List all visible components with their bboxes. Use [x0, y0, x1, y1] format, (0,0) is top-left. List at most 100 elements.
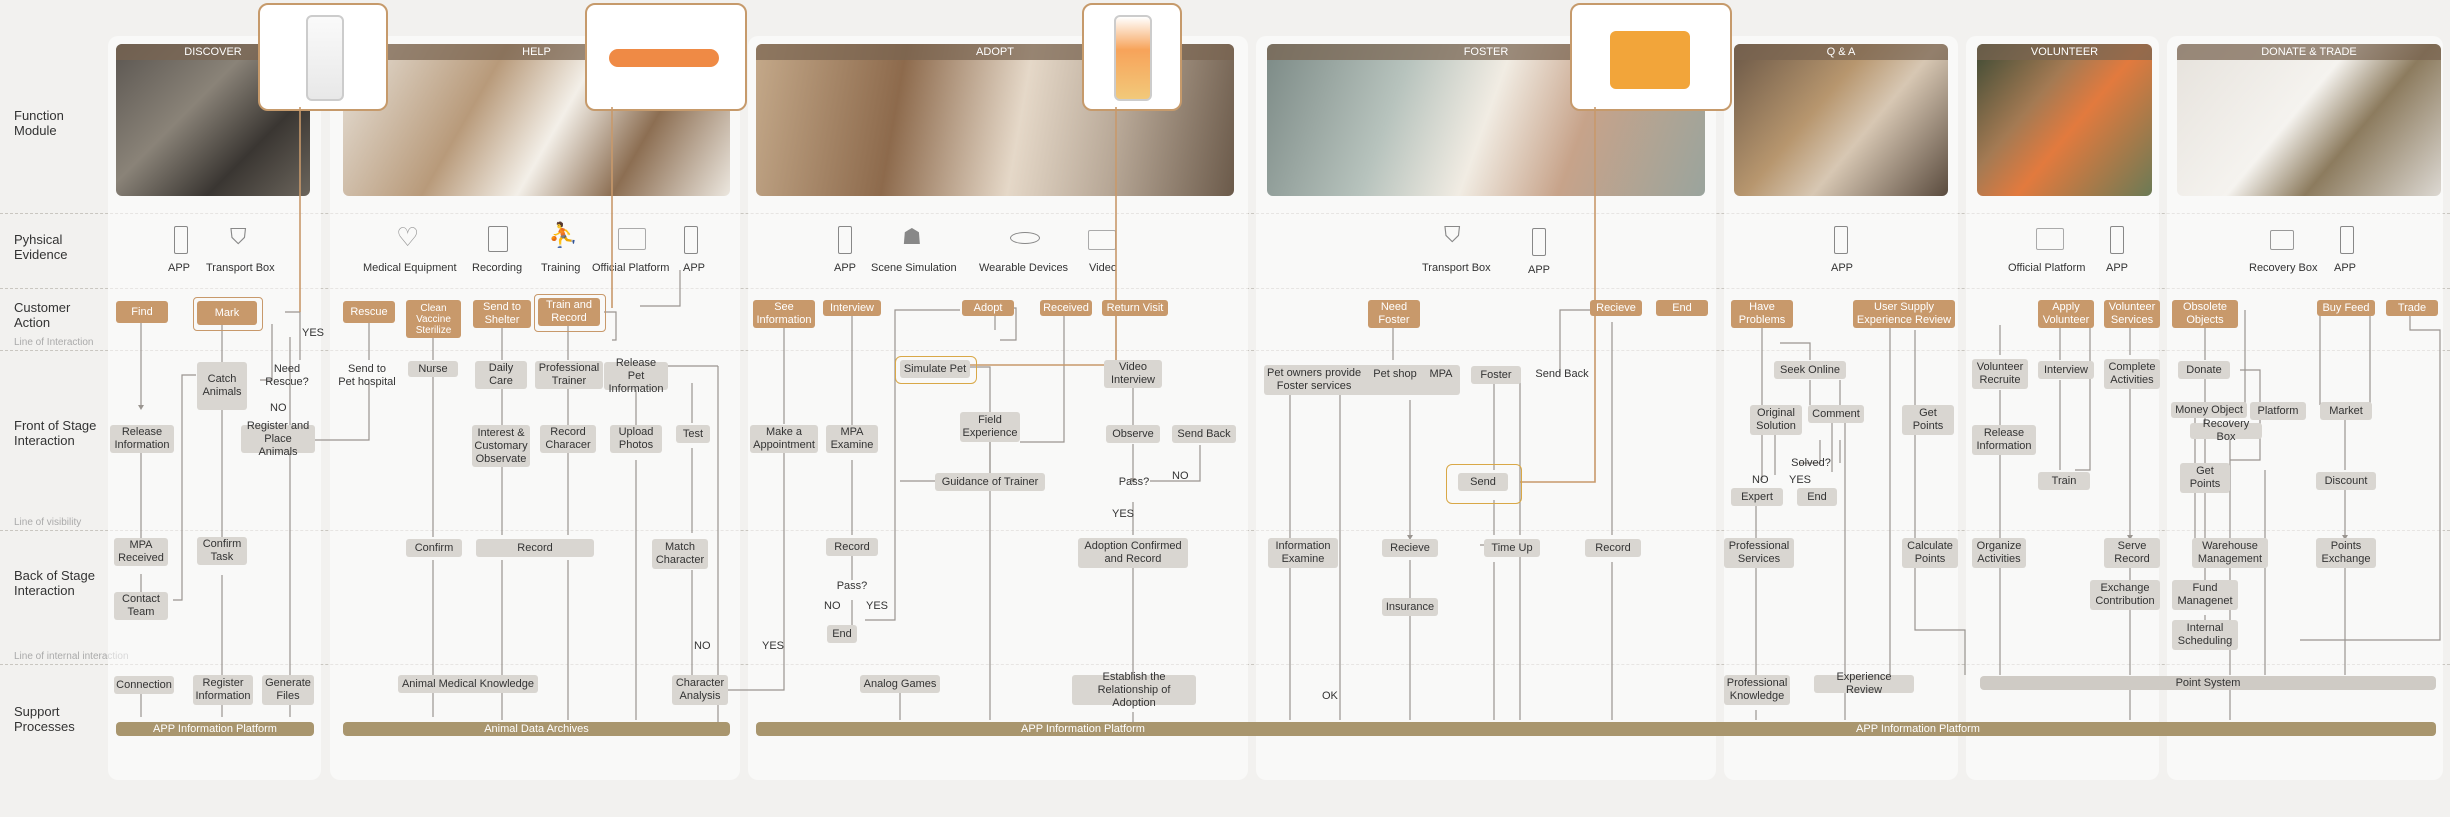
front-train: Train	[2038, 472, 2090, 490]
back-confirm: Confirm	[406, 539, 462, 557]
back-contact-team: Contact Team	[114, 592, 168, 620]
phone-icon	[174, 226, 188, 254]
customer-need-foster: Need Foster	[1368, 300, 1420, 328]
front-mpa: MPA	[1429, 367, 1453, 380]
back-serve-record: Serve Record	[2104, 538, 2160, 568]
front-expert: Expert	[1731, 488, 1783, 506]
customer-user-supply-review: User Supply Experience Review	[1853, 300, 1955, 328]
customer-train-record: Train and Record	[538, 298, 600, 326]
customer-find: Find	[116, 301, 168, 323]
support-app-information-platform-discover: APP Information Platform	[116, 722, 314, 736]
customer-return-visit: Return Visit	[1102, 300, 1168, 316]
row-label-support: Support Processes	[14, 704, 75, 734]
notebook-icon	[488, 226, 508, 252]
front-field-experience: Field Experience	[960, 412, 1020, 442]
vr-headset-icon: ☗	[902, 224, 922, 249]
module-header-donate: DONATE & TRADE	[2177, 44, 2441, 60]
heart-pulse-icon: ♡	[396, 222, 420, 252]
row-label-back-stage: Back of Stage Interaction	[14, 568, 95, 598]
front-platform: Platform	[2250, 402, 2306, 420]
front-discount: Discount	[2316, 472, 2376, 490]
front-comment: Comment	[1808, 405, 1864, 423]
label-yes-qa: YES	[1789, 474, 1812, 486]
transport-box-icon	[1610, 31, 1690, 89]
front-release-information: Release Information	[110, 425, 174, 453]
customer-interview: Interview	[823, 300, 881, 316]
customer-obsolete-objects: Obsolete Objects	[2172, 300, 2238, 328]
support-animal-data-archives: Animal Data Archives	[343, 722, 730, 736]
phone-icon	[684, 226, 698, 254]
evidence-discover-transport-box: Transport Box	[206, 262, 275, 274]
back-record-adopt: Record	[826, 538, 878, 556]
evidence-help-app: APP	[683, 262, 706, 274]
front-register-place-animals: Register and Place Animals	[241, 420, 315, 458]
front-send: Send	[1458, 473, 1508, 491]
phone-icon	[838, 226, 852, 254]
row-label-front-stage: Front of Stage Interaction	[14, 418, 97, 448]
front-observe: Observe	[1106, 425, 1160, 443]
customer-trade: Trade	[2386, 300, 2438, 316]
label-yes-support: YES	[762, 640, 785, 652]
customer-rescue: Rescue	[343, 301, 395, 323]
support-professional-knowledge: Professional Knowledge	[1724, 675, 1790, 705]
collar-icon	[1010, 232, 1040, 244]
front-test: Test	[676, 425, 710, 443]
back-calculate-points: Calculate Points	[1902, 538, 1958, 568]
back-match-character: Match Character	[652, 539, 708, 569]
monitor-icon	[618, 228, 646, 250]
front-upload-photos: Upload Photos	[610, 425, 662, 453]
front-release-pet-info: Release Pet Information	[604, 357, 668, 395]
front-guidance-trainer: Guidance of Trainer	[935, 473, 1045, 491]
customer-see-information: See Information	[753, 300, 815, 328]
back-professional-services: Professional Services	[1724, 538, 1794, 568]
training-icon: ⛹	[548, 222, 578, 249]
front-record-character: Record Characer	[540, 425, 596, 453]
front-catch-animals: Catch Animals	[197, 362, 247, 410]
front-interest-observate: Interest & Customary Observate	[472, 425, 530, 467]
evidence-foster-transport-box: Transport Box	[1422, 262, 1491, 274]
front-donate: Donate	[2178, 361, 2230, 379]
evidence-volunteer-official-platform: Official Platform	[2008, 262, 2086, 274]
support-analog-games: Analog Games	[860, 675, 940, 693]
front-market: Market	[2320, 402, 2372, 420]
monitor-icon	[2036, 228, 2064, 250]
front-money-object: Money Object	[2171, 402, 2247, 418]
evidence-adopt-wearable: Wearable Devices	[979, 262, 1069, 274]
label-yes-back: YES	[866, 600, 889, 612]
inset-transport-box	[1570, 3, 1732, 111]
evidence-donate-recovery-box: Recovery Box	[2249, 262, 2318, 274]
front-send-back: Send Back	[1172, 425, 1236, 443]
transport-box-icon: ⛉	[1444, 222, 1461, 247]
front-simulate-pet: Simulate Pet	[900, 360, 970, 378]
front-get-points: Get Points	[1902, 405, 1954, 435]
customer-buy-feed: Buy Feed	[2317, 300, 2375, 316]
back-fund-management: Fund Managenet	[2172, 580, 2238, 610]
front-nurse: Nurse	[408, 361, 458, 377]
customer-end: End	[1656, 300, 1708, 316]
phone-icon	[1532, 228, 1546, 256]
front-original-solution: Original Solution	[1750, 405, 1802, 435]
support-generate-files: Generate Files	[262, 675, 314, 705]
evidence-adopt-video: Video	[1089, 262, 1117, 274]
front-foster: Foster	[1471, 366, 1521, 384]
back-record-foster: Record	[1585, 539, 1641, 557]
front-get-points-donate: Get Points	[2180, 463, 2230, 493]
support-register-information: Register Information	[193, 675, 253, 705]
customer-send-shelter: Send to Shelter	[473, 300, 531, 328]
back-confirm-task: Confirm Task	[197, 537, 247, 565]
customer-recieve: Recieve	[1590, 300, 1642, 316]
customer-received: Received	[1040, 300, 1092, 316]
back-information-examine: Information Examine	[1268, 538, 1338, 568]
support-character-analysis: Character Analysis	[672, 675, 728, 705]
evidence-adopt-app: APP	[834, 262, 857, 274]
highlight-train-record	[534, 294, 606, 332]
back-time-up: Time Up	[1484, 539, 1540, 557]
phone-icon	[1834, 226, 1848, 254]
phone-icon	[2110, 226, 2124, 254]
front-make-appointment: Make a Appointment	[750, 425, 818, 453]
customer-clean-vaccine: Clean Vaccine Sterilize	[406, 300, 461, 338]
evidence-help-recording: Recording	[472, 262, 523, 274]
support-app-information-platform-main: APP Information Platform	[1400, 722, 2436, 736]
label-yes-adopt: YES	[1112, 508, 1135, 520]
